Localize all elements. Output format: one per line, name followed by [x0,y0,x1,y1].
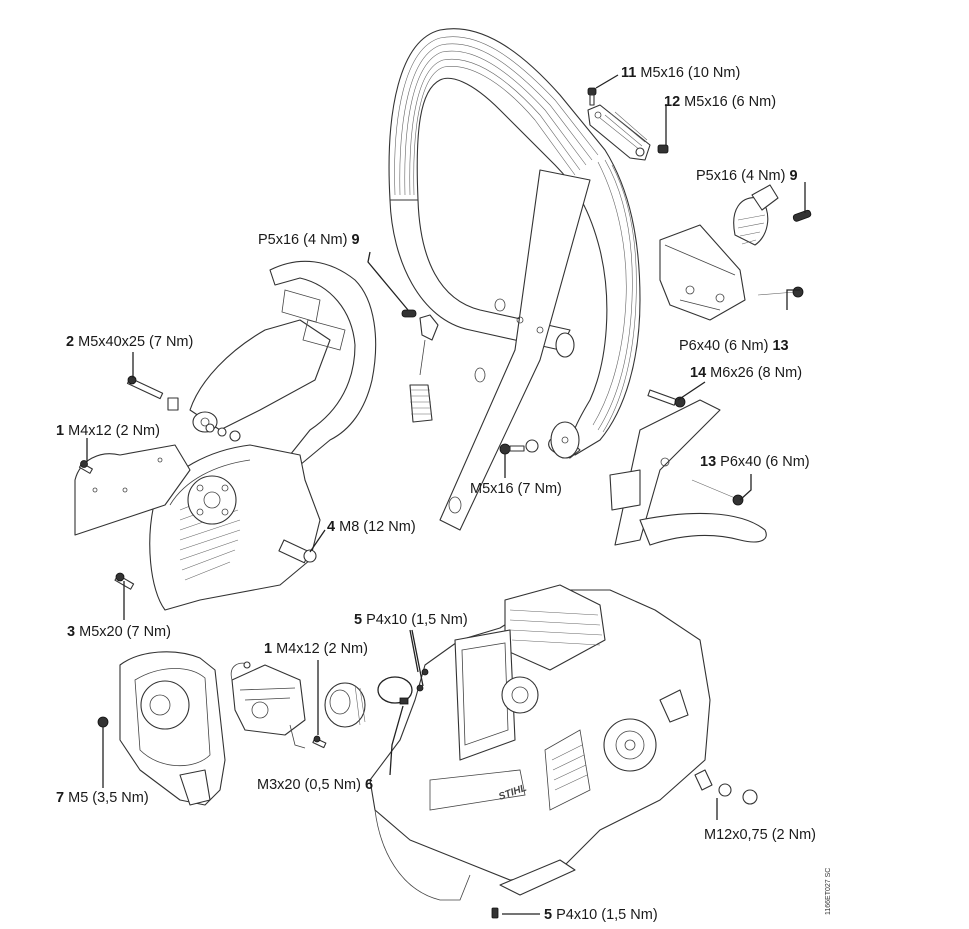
callout-2: 2 M5x40x25 (7 Nm) [66,334,194,350]
callout-11: 11 M5x16 (10 Nm) [621,65,741,81]
callout-3: 3 M5x20 (7 Nm) [67,624,171,640]
callout-12: 12 M5x16 (6 Nm) [664,94,777,110]
antivibration-mount-right [659,184,779,321]
leader-lines [86,74,806,915]
chain-catcher-plate [499,859,576,896]
callout-9-left: P5x16 (4 Nm) 9 [258,232,360,248]
callout-14: 14 M6x26 (8 Nm) [690,365,803,381]
callout-5-upper: 5 P4x10 (1,5 Nm) [354,612,468,628]
callout-6: M3x20 (0,5 Nm) 6 [257,777,374,793]
callout-5-lower: 5 P4x10 (1,5 Nm) [544,907,658,923]
callout-13-lower: 13 P6x40 (6 Nm) [700,454,810,470]
callout-m12x075: M12x0,75 (2 Nm) [704,827,817,843]
callout-7: 7 M5 (3,5 Nm) [56,790,149,806]
callout-1-upper: 1 M4x12 (2 Nm) [56,423,160,439]
chain-brake-hand-guard [189,260,377,466]
callout-9-right: P5x16 (4 Nm) 9 [696,168,798,184]
engine-housing [369,584,711,901]
callout-13-upper: P6x40 (6 Nm) 13 [679,338,789,354]
carburetor [230,661,306,749]
fan-housing [119,651,226,806]
fasteners [78,87,812,919]
handle-bracket-top [587,104,651,161]
sprocket-cover [74,444,321,611]
callout-4: 4 M8 (12 Nm) [327,519,416,535]
drawing-code: 1166ET027 SC [825,867,832,915]
intake-flange [324,682,366,728]
callout-m5x16-7nm: M5x16 (7 Nm) [470,481,562,497]
hose-clamp [377,676,413,705]
front-handlebar [388,28,641,531]
callout-1-lower: 1 M4x12 (2 Nm) [264,641,368,657]
rear-handle-cover [609,399,767,546]
